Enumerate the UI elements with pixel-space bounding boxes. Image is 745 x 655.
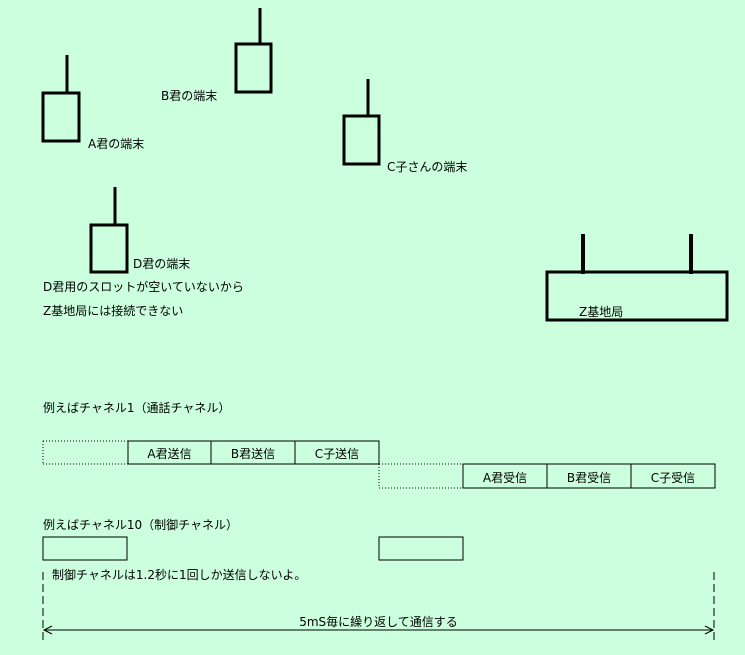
terminal-c-icon <box>342 79 381 166</box>
terminal-b-icon <box>234 8 273 94</box>
base-station-icon <box>545 234 729 322</box>
slot-b-send: B君送信 <box>230 447 276 461</box>
slot-c-send: C子送信 <box>314 447 360 461</box>
terminal-d-label: D君の端末 <box>133 257 191 271</box>
channel1-title: 例えばチャネル1（通話チャネル） <box>43 401 231 415</box>
channel1-receive-row <box>378 463 716 489</box>
terminal-a-icon <box>41 55 81 143</box>
slot-a-send: A君送信 <box>147 447 192 461</box>
terminal-a-label: A君の端末 <box>88 137 145 151</box>
frame-period-label: 5mS毎に繰り返して通信する <box>299 615 458 629</box>
channel1-send-row <box>42 440 380 465</box>
terminal-c-label: C子さんの端末 <box>387 160 468 174</box>
slot-b-receive: B君受信 <box>566 471 612 485</box>
no-slot-note-line2: Z基地局には接続できない <box>43 304 184 318</box>
channel10-slots <box>42 536 464 561</box>
channel10-title: 例えばチャネル10（制御チャネル） <box>43 518 239 532</box>
slot-c-receive: C子受信 <box>650 471 696 485</box>
channel10-note: 制御チャネルは1.2秒に1回しか送信しないよ。 <box>52 568 307 582</box>
terminal-b-label: B君の端末 <box>161 89 218 103</box>
base-station-label: Z基地局 <box>579 305 624 319</box>
slot-a-receive: A君受信 <box>482 471 528 485</box>
terminal-d-icon <box>89 187 129 274</box>
frame-period-arrow <box>42 572 715 642</box>
no-slot-note-line1: D君用のスロットが空いていないから <box>43 280 244 294</box>
